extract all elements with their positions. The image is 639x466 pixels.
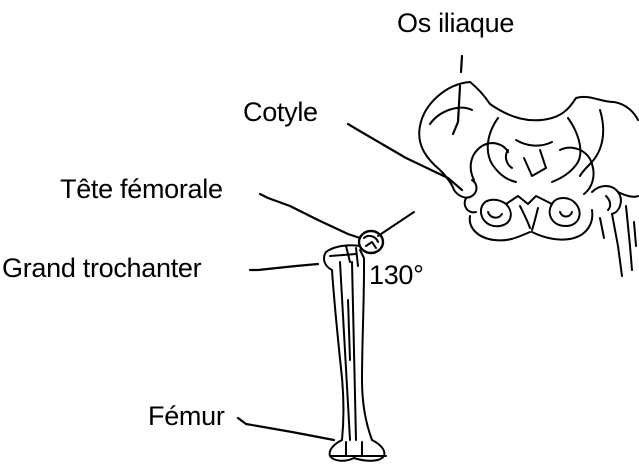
label-cotyle: Cotyle bbox=[243, 99, 318, 126]
pointer-grand-trochanter bbox=[250, 264, 318, 270]
label-os-iliaque: Os iliaque bbox=[397, 10, 514, 37]
pointer-cotyle bbox=[348, 124, 462, 190]
pointer-os-iliaque bbox=[453, 56, 462, 134]
pointer-tete-femorale bbox=[260, 194, 360, 238]
label-femur: Fémur bbox=[148, 403, 225, 430]
pelvis-drawing bbox=[419, 82, 638, 276]
label-tete-femorale: Tête fémorale bbox=[60, 176, 223, 203]
femur-drawing bbox=[324, 212, 414, 461]
label-grand-trochanter: Grand trochanter bbox=[2, 255, 201, 282]
label-angle: 130° bbox=[369, 262, 424, 289]
pointer-femur bbox=[238, 418, 334, 440]
